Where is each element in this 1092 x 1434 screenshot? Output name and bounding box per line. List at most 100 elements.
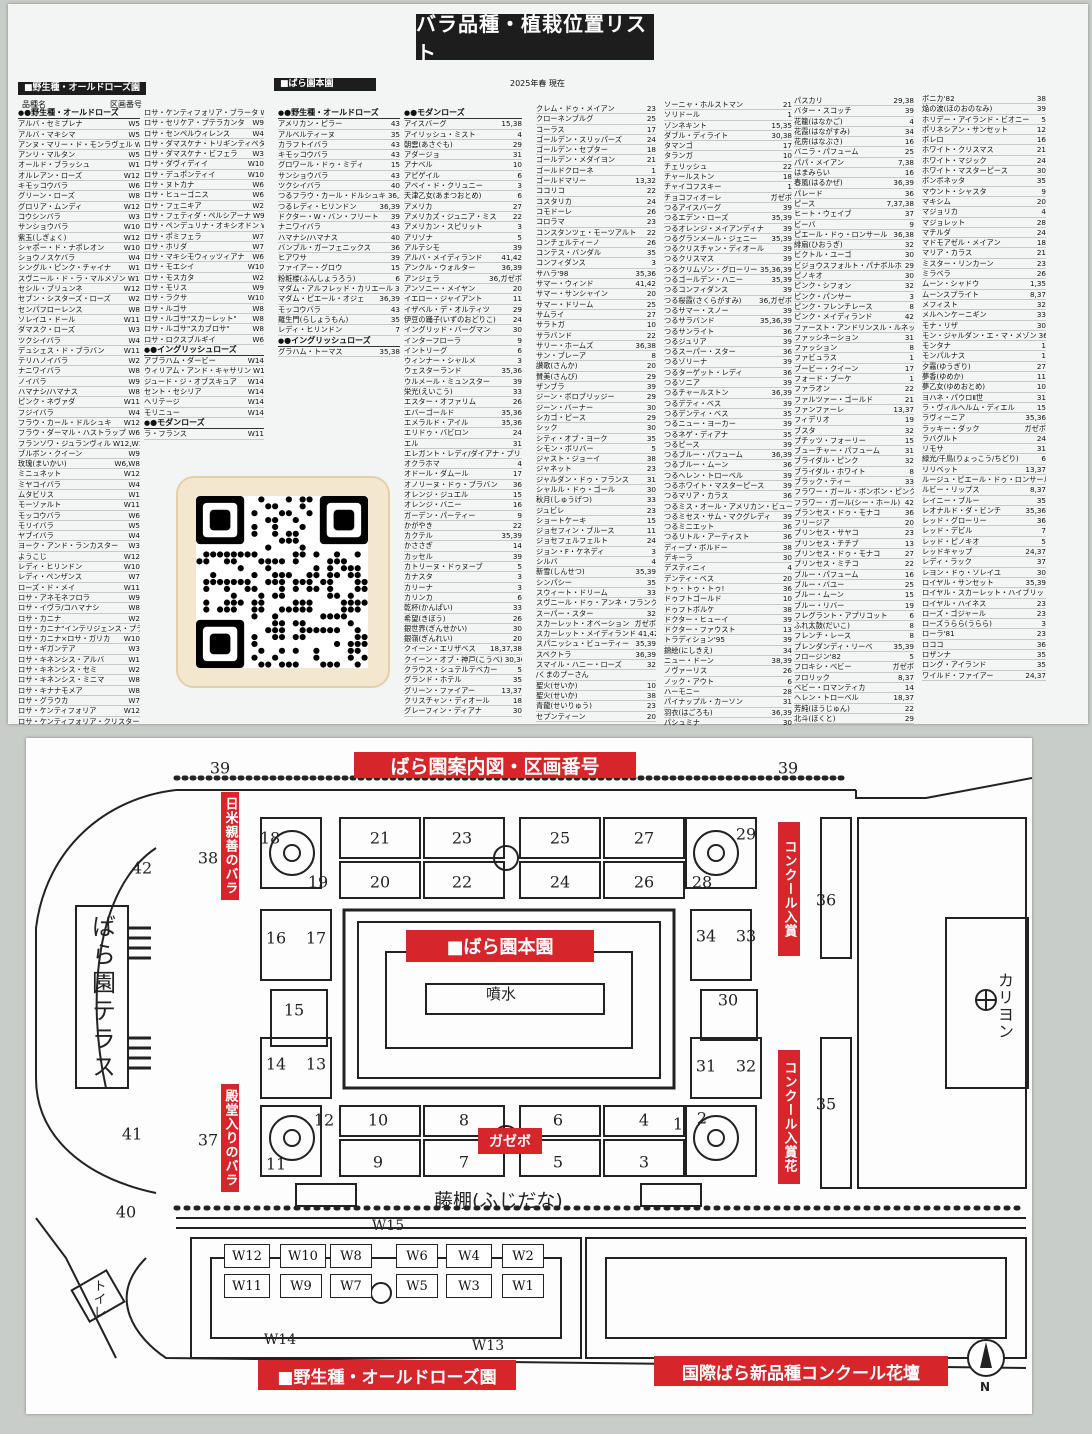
zone-number: 11 <box>1036 372 1046 382</box>
qr-code-card[interactable] <box>176 476 390 688</box>
zone-number: 32 <box>1036 299 1046 309</box>
zone-number: 5 <box>517 665 522 675</box>
variety-name: ホリデー・アイランド・ビオニー <box>922 114 1030 124</box>
zone-number: 35 <box>1036 660 1046 670</box>
zone-10: 10 <box>367 1110 389 1130</box>
variety-name: 紫玉(しぎょく) <box>18 232 67 242</box>
variety-name: ドクター・W・バン・フリート <box>278 211 379 221</box>
zone-number: 36 <box>782 491 792 501</box>
variety-name: フレンチ・レース <box>794 631 852 641</box>
zone-number: 23 <box>646 505 656 515</box>
zone-number: 1 <box>787 182 792 192</box>
zone-number: 17 <box>646 124 656 134</box>
zone-number: 27 <box>904 549 914 559</box>
variety-name: ブルー・パフューム <box>794 569 859 579</box>
variety-name: ロサ・キネンシス・ミニマ <box>18 675 105 685</box>
qr-code-icon <box>196 496 368 668</box>
variety-name: ダブル・ディライト <box>664 130 729 140</box>
north-label: N <box>980 1380 991 1394</box>
contest-winner-label-top: コンクール入賞 <box>778 822 800 956</box>
list-row: チョコフィオーレガゼボ <box>664 193 792 203</box>
zone-number: 5 <box>1041 114 1046 124</box>
variety-name: カトリーヌ・ドゥヌーブ <box>404 562 483 572</box>
variety-name: アダージョ <box>404 150 440 160</box>
zone-number: 35,36 <box>501 407 522 417</box>
zone-number: 29 <box>512 139 522 149</box>
variety-name: フロリック <box>794 672 830 682</box>
variety-name: シンパシー <box>536 577 572 587</box>
variety-name: グレーフィン・ディアナ <box>404 706 482 716</box>
variety-name: ロサ・グラウカ <box>18 695 69 705</box>
variety-name: パイナップル・カーソン <box>664 697 743 707</box>
variety-name: デュシェス・ド・ブラバン <box>18 345 105 355</box>
variety-name: フロージン'82 <box>794 652 841 662</box>
zone-w7: W7 <box>330 1274 372 1298</box>
zone-number: 36,38 <box>893 229 914 239</box>
zone-number: 16 <box>904 137 914 147</box>
variety-name: オールド・ブラッシュ <box>18 160 90 170</box>
zone-3: 3 <box>638 1152 650 1172</box>
variety-name: クローネンブルグ <box>536 114 594 124</box>
zone-number: 40 <box>390 181 400 191</box>
zone-number: 35 <box>646 577 656 587</box>
zone-number: 39 <box>782 470 792 480</box>
variety-name: ヒアワサ <box>278 253 307 263</box>
variety-name: ムーン・シャドウ <box>922 279 980 289</box>
variety-name: マチルダ <box>922 227 951 237</box>
list-row: 緋扇(ひおうぎ)32 <box>794 240 914 251</box>
zone-number: 24 <box>1036 155 1046 165</box>
zone-number: 35,39 <box>893 641 914 651</box>
variety-name: ロサ・ラクサ <box>144 293 188 303</box>
list-row: フロキシ・ベビーガゼボ <box>794 662 914 673</box>
zone-number: 39 <box>782 480 792 490</box>
zone-number: 9 <box>517 510 522 520</box>
zone-number: 38 <box>782 604 792 614</box>
variety-name: マジョレット <box>922 217 966 227</box>
zone-12: 12 <box>313 1110 335 1130</box>
list-column-1: ●野生種・オールドローズアルバ・セミプレナW5アルバ・マキシマW5アンヌ・マリー… <box>18 108 140 727</box>
zone-number: 29 <box>646 371 656 381</box>
zone-number: 28 <box>1036 217 1046 227</box>
main-garden-label: ■ばら園本園 <box>406 930 594 962</box>
zone-37: 37 <box>197 1130 219 1150</box>
zone-number: W10 <box>247 159 264 169</box>
variety-name: つるサマー・スノー <box>664 305 729 315</box>
zone-number: 32 <box>646 660 656 670</box>
variety-name: ココリコ <box>536 186 565 196</box>
zone-number: 22 <box>904 703 914 713</box>
zone-19: 19 <box>307 872 329 892</box>
qr-code[interactable] <box>196 496 368 668</box>
list-row: ロサ・ダマスケナ・トリギンティペタラW3 <box>144 139 264 150</box>
variety-name: コーラス <box>536 124 565 134</box>
variety-name: アメリカン・ピラー <box>278 119 343 129</box>
